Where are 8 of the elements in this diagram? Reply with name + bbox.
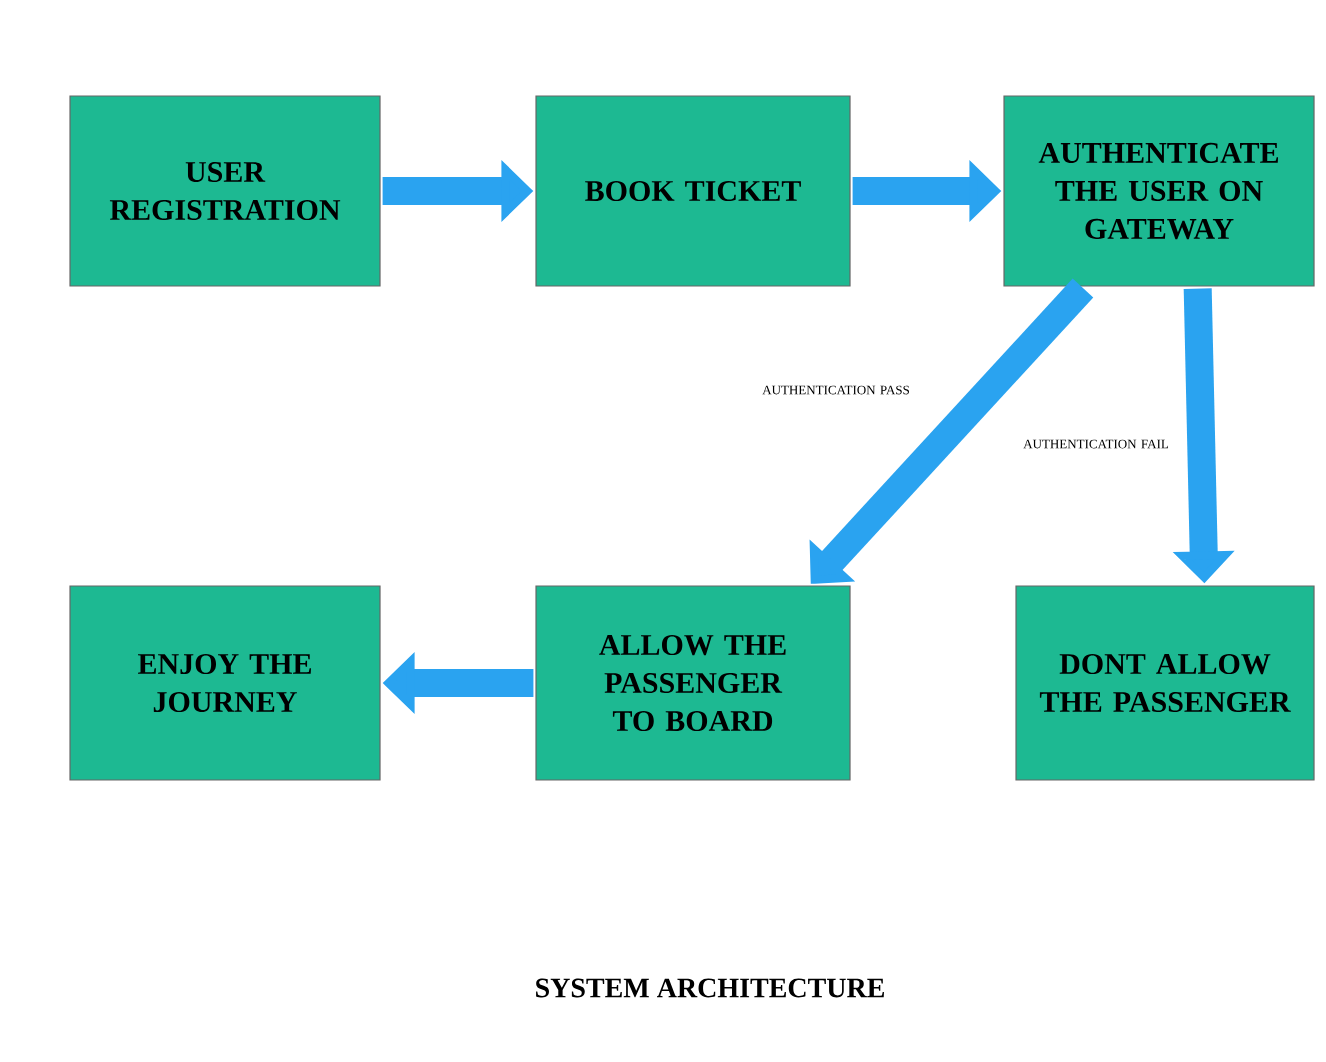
process-box: AUTHENTICATE THE USER ON GATEWAY [1003,95,1315,287]
process-box: USER REGISTRATION [69,95,381,287]
arrow [809,278,1094,584]
process-box: DONT ALLOW THE PASSENGER [1015,585,1315,781]
process-box: ENJOY THE JOURNEY [69,585,381,781]
caption: SYSTEM ARCHITECTURE [536,978,884,998]
process-box: ALLOW THE PASSENGER TO BOARD [535,585,851,781]
process-box: BOOK TICKET [535,95,851,287]
